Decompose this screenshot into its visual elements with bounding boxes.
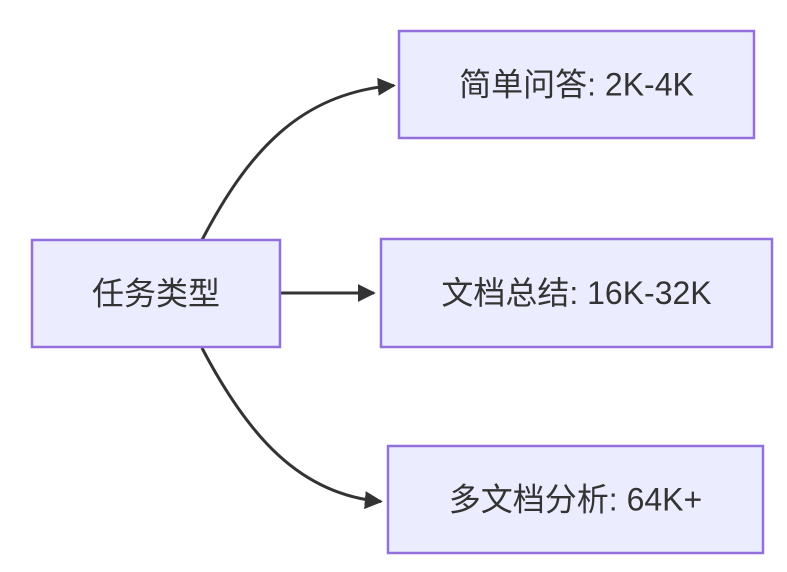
node-doc-summary-label: 文档总结: 16K-32K	[441, 275, 711, 311]
node-doc-summary: 文档总结: 16K-32K	[379, 237, 774, 349]
node-task-type-box	[30, 238, 282, 349]
node-multi-doc-label: 多文档分析: 64K+	[449, 482, 702, 518]
node-multi-doc-box	[386, 444, 765, 555]
node-multi-doc: 多文档分析: 64K+	[386, 444, 765, 555]
node-doc-summary-box	[379, 237, 774, 349]
node-simple-qa-label: 简单问答: 2K-4K	[459, 67, 694, 103]
edge-group	[200, 77, 396, 510]
node-simple-qa-box	[397, 29, 756, 140]
node-task-type: 任务类型	[30, 238, 282, 349]
node-simple-qa: 简单问答: 2K-4K	[397, 29, 756, 140]
edge-task-type-to-simple-qa	[200, 77, 396, 241]
node-task-type-label: 任务类型	[92, 276, 220, 312]
edge-task-type-to-multi-doc	[200, 347, 383, 510]
